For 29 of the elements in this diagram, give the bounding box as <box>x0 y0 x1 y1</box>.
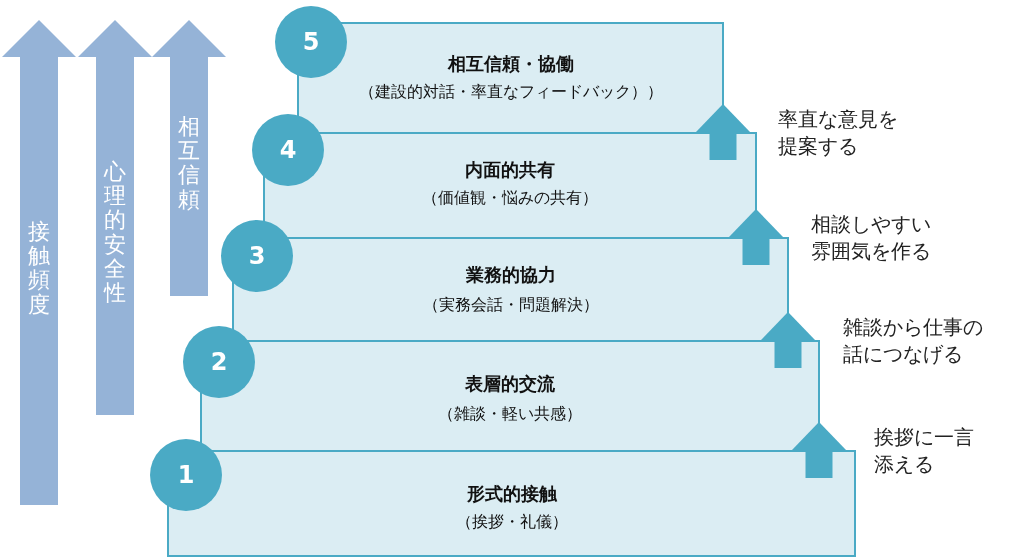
step-number-circle: 3 <box>221 220 293 292</box>
step-title: 形式的接触 <box>465 482 558 506</box>
vertical-label: 心理的安全性 <box>104 160 126 306</box>
step-number-circle: 4 <box>252 114 324 186</box>
upward-banner <box>152 20 226 296</box>
step-subtitle: （雑談・軽い共感） <box>437 404 583 425</box>
upward-banner <box>78 20 152 415</box>
step-box <box>263 132 757 239</box>
vertical-label: 相互信頼 <box>178 115 200 212</box>
block-arrow <box>729 209 783 265</box>
block-arrow <box>696 104 750 160</box>
step-title: 業務的協力 <box>464 263 557 287</box>
upward-banner <box>2 20 76 505</box>
step-subtitle: （実務会話・問題解決） <box>421 295 600 316</box>
step-box <box>167 450 856 557</box>
block-arrow <box>761 312 815 368</box>
step-title: 表層的交流 <box>464 372 556 396</box>
step-number-circle: 2 <box>183 326 255 398</box>
step-number-circle: 1 <box>150 439 222 511</box>
step-title: 内面的共有 <box>464 158 556 182</box>
step-subtitle: （価値観・悩みの共有） <box>421 188 599 209</box>
vertical-label: 接触頻度 <box>28 220 50 317</box>
step-subtitle: （挨拶・礼儀） <box>454 512 569 533</box>
step-box <box>232 237 789 342</box>
block-arrow <box>792 422 846 478</box>
step-subtitle: （建設的対話・率直なフィードバック）） <box>357 82 664 103</box>
step-number-circle: 5 <box>275 6 347 78</box>
step-title: 相互信頼・協働 <box>446 52 575 76</box>
step-box <box>297 22 724 134</box>
